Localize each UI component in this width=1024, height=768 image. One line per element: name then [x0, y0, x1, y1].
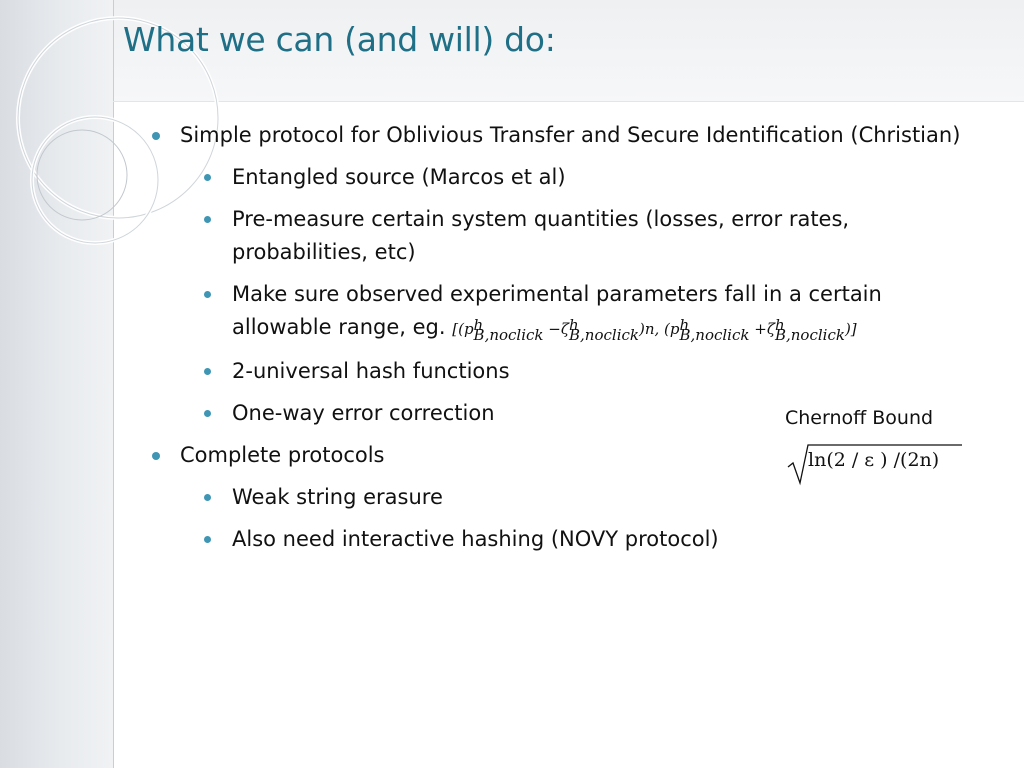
- list-item: Complete protocols: [150, 439, 970, 472]
- formula-p: p: [463, 320, 474, 338]
- bullet-icon: [204, 291, 211, 298]
- list-item: 2-universal hash functions: [202, 355, 970, 388]
- sqrt-radical-icon: [787, 444, 962, 486]
- formula-plus: +: [754, 320, 767, 338]
- list-item-text: Simple protocol for Oblivious Transfer a…: [180, 123, 961, 147]
- formula-open: [(: [452, 320, 464, 338]
- formula-sup: h: [774, 316, 785, 334]
- formula-sub: B,noclick: [679, 326, 750, 344]
- chernoff-radicand: ln(2 / ε ) /(2n): [808, 449, 940, 471]
- bullet-icon: [204, 536, 211, 543]
- bullet-icon: [204, 410, 211, 417]
- slide-title: What we can (and will) do:: [123, 20, 556, 59]
- list-item: Simple protocol for Oblivious Transfer a…: [150, 119, 970, 152]
- bullet-icon: [152, 452, 160, 460]
- formula-minus: −: [548, 320, 561, 338]
- list-item-text: Pre-measure certain system quantities (l…: [232, 207, 850, 264]
- formula-sup: h: [569, 316, 579, 334]
- formula-sub: B,noclick: [569, 326, 639, 344]
- list-item: Also need interactive hashing (NOVY prot…: [202, 523, 970, 556]
- list-item: One-way error correction: [202, 397, 970, 430]
- list-item-text: Complete protocols: [180, 443, 385, 467]
- bullet-icon: [152, 132, 160, 140]
- list-item-text: 2-universal hash functions: [232, 359, 510, 383]
- left-decorative-band-overlay: [0, 0, 114, 768]
- formula-sub: B,noclick: [473, 326, 544, 344]
- formula-sub: B,noclick: [774, 326, 845, 344]
- bullet-icon: [204, 494, 211, 501]
- list-item-text: Entangled source (Marcos et al): [232, 165, 566, 189]
- bullet-icon: [204, 216, 211, 223]
- bullet-icon: [204, 368, 211, 375]
- list-item-text: Also need interactive hashing (NOVY prot…: [232, 527, 719, 551]
- list-item: Weak string erasure: [202, 481, 970, 514]
- bullet-list: Simple protocol for Oblivious Transfer a…: [150, 119, 970, 565]
- list-item: Pre-measure certain system quantities (l…: [202, 203, 970, 269]
- formula-close: )]: [844, 320, 857, 338]
- formula-sup: h: [473, 316, 484, 334]
- formula-zeta: ζ: [766, 320, 775, 338]
- formula-zeta: ζ: [560, 320, 570, 338]
- list-item: Entangled source (Marcos et al): [202, 161, 970, 194]
- list-item: Make sure observed experimental paramete…: [202, 278, 970, 346]
- list-item-text: One-way error correction: [232, 401, 495, 425]
- list-item-text: Weak string erasure: [232, 485, 443, 509]
- formula-p: p: [669, 320, 680, 338]
- formula-mid: )n, (: [638, 320, 670, 338]
- bullet-icon: [204, 174, 211, 181]
- chernoff-bound-label: Chernoff Bound: [785, 407, 934, 429]
- chernoff-formula: ln(2 / ε ) /(2n): [786, 441, 966, 487]
- list-item-text: Make sure observed experimental paramete…: [232, 282, 882, 339]
- header-divider: [113, 101, 1024, 102]
- formula-sup: h: [679, 316, 690, 334]
